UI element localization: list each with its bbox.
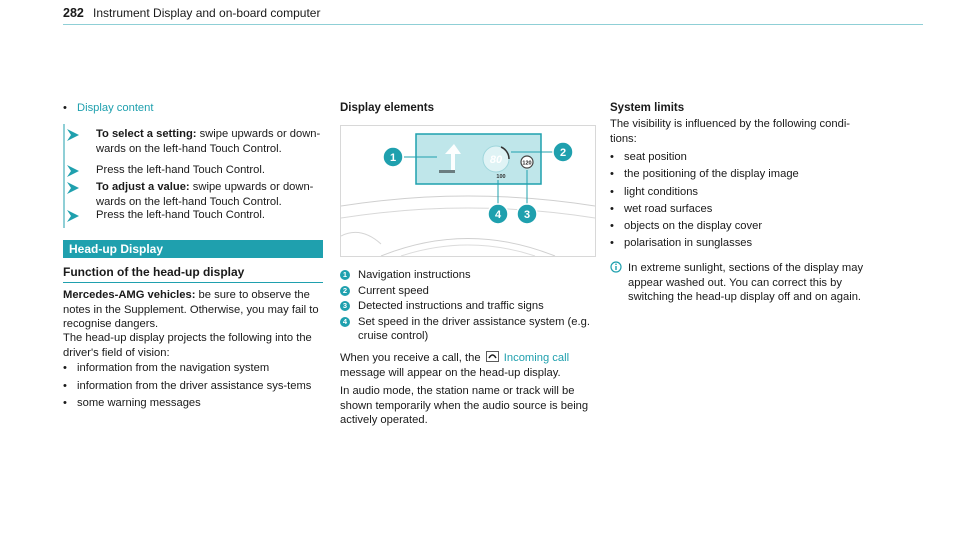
- step-text: swipe upwards or down-wards on the left-…: [96, 181, 314, 208]
- page-number: 282: [63, 6, 84, 20]
- incoming-call-text: When you receive a call, the Incoming ca…: [340, 351, 570, 379]
- step-bold: To adjust a value:: [96, 181, 190, 193]
- page-title: Instrument Display and on-board computer: [93, 6, 321, 20]
- info-icon: [610, 261, 622, 273]
- step-arrow-icon: [67, 165, 79, 177]
- callout-1: 1: [382, 146, 404, 168]
- step-text: Press the left-hand Touch Control.: [96, 164, 265, 176]
- callout-4: 4: [487, 203, 509, 225]
- hud-set-speed: 100: [496, 174, 505, 180]
- list-item: •light conditions: [610, 185, 699, 198]
- list-item: •the positioning of the display image: [610, 168, 799, 181]
- hud-speed-sign: 120: [522, 161, 531, 167]
- audio-mode-text: In audio mode, the station name or track…: [340, 385, 589, 427]
- step-arrow-icon: [67, 182, 79, 194]
- step-text: Press the left-hand Touch Control.: [96, 209, 265, 221]
- callout-2: 2: [552, 141, 574, 163]
- step-arrow-icon: [67, 210, 79, 222]
- hud-intro: The head-up display projects the followi…: [63, 332, 312, 359]
- list-item: •some warning messages: [63, 397, 201, 410]
- list-item: •information from the navigation system: [63, 362, 270, 374]
- list-item: •information from the driver assistance …: [63, 379, 312, 392]
- amg-note: Mercedes-AMG vehicles: be sure to observ…: [63, 288, 325, 332]
- hud-speed: 80: [490, 154, 503, 166]
- section-heading: Head-up Display: [63, 240, 323, 258]
- note-text: In extreme sunlight, sections of the dis…: [628, 262, 864, 304]
- callout-3: 3: [516, 203, 538, 225]
- bullet-dot: •: [63, 102, 67, 114]
- amg-label: Mercedes-AMG vehicles:: [63, 289, 196, 301]
- steps-rule: [63, 124, 65, 228]
- svg-text:3: 3: [524, 209, 530, 221]
- phone-icon: [485, 351, 499, 362]
- display-elements-heading: Display elements: [340, 102, 434, 114]
- list-item: •seat position: [610, 151, 687, 163]
- display-content-bullet: • Display content: [63, 101, 325, 116]
- page-header: 282 Instrument Display and on-board comp…: [63, 6, 923, 25]
- system-limits-list: •seat position •the positioning of the d…: [610, 150, 872, 251]
- incoming-call-link[interactable]: Incoming call: [503, 352, 570, 364]
- note-block: In extreme sunlight, sections of the dis…: [610, 261, 872, 305]
- step-bold: To select a setting:: [96, 128, 197, 140]
- step-text: swipe upwards or down-wards on the left-…: [96, 128, 321, 155]
- list-item: •objects on the display cover: [610, 220, 763, 233]
- step-arrow-icon: [67, 129, 79, 141]
- hud-bullets: •information from the navigation system …: [63, 361, 325, 411]
- svg-text:4: 4: [495, 209, 502, 221]
- hud-illustration: 80 120 100 1 2 4 3: [341, 133, 595, 256]
- display-content-link[interactable]: Display content: [77, 102, 154, 114]
- hud-figure: 80 120 100 1 2 4 3: [340, 125, 596, 257]
- list-item: •polarisation in sunglasses: [610, 237, 753, 250]
- subsection-heading: Function of the head-up display: [63, 265, 323, 283]
- system-limits-intro: The visibility is influenced by the foll…: [610, 118, 851, 145]
- list-item: •wet road surfaces: [610, 202, 713, 215]
- svg-text:1: 1: [390, 152, 396, 164]
- svg-text:2: 2: [560, 147, 566, 159]
- amg-text: be sure to observe the notes in the Supp…: [63, 289, 319, 331]
- system-limits-heading: System limits: [610, 102, 685, 114]
